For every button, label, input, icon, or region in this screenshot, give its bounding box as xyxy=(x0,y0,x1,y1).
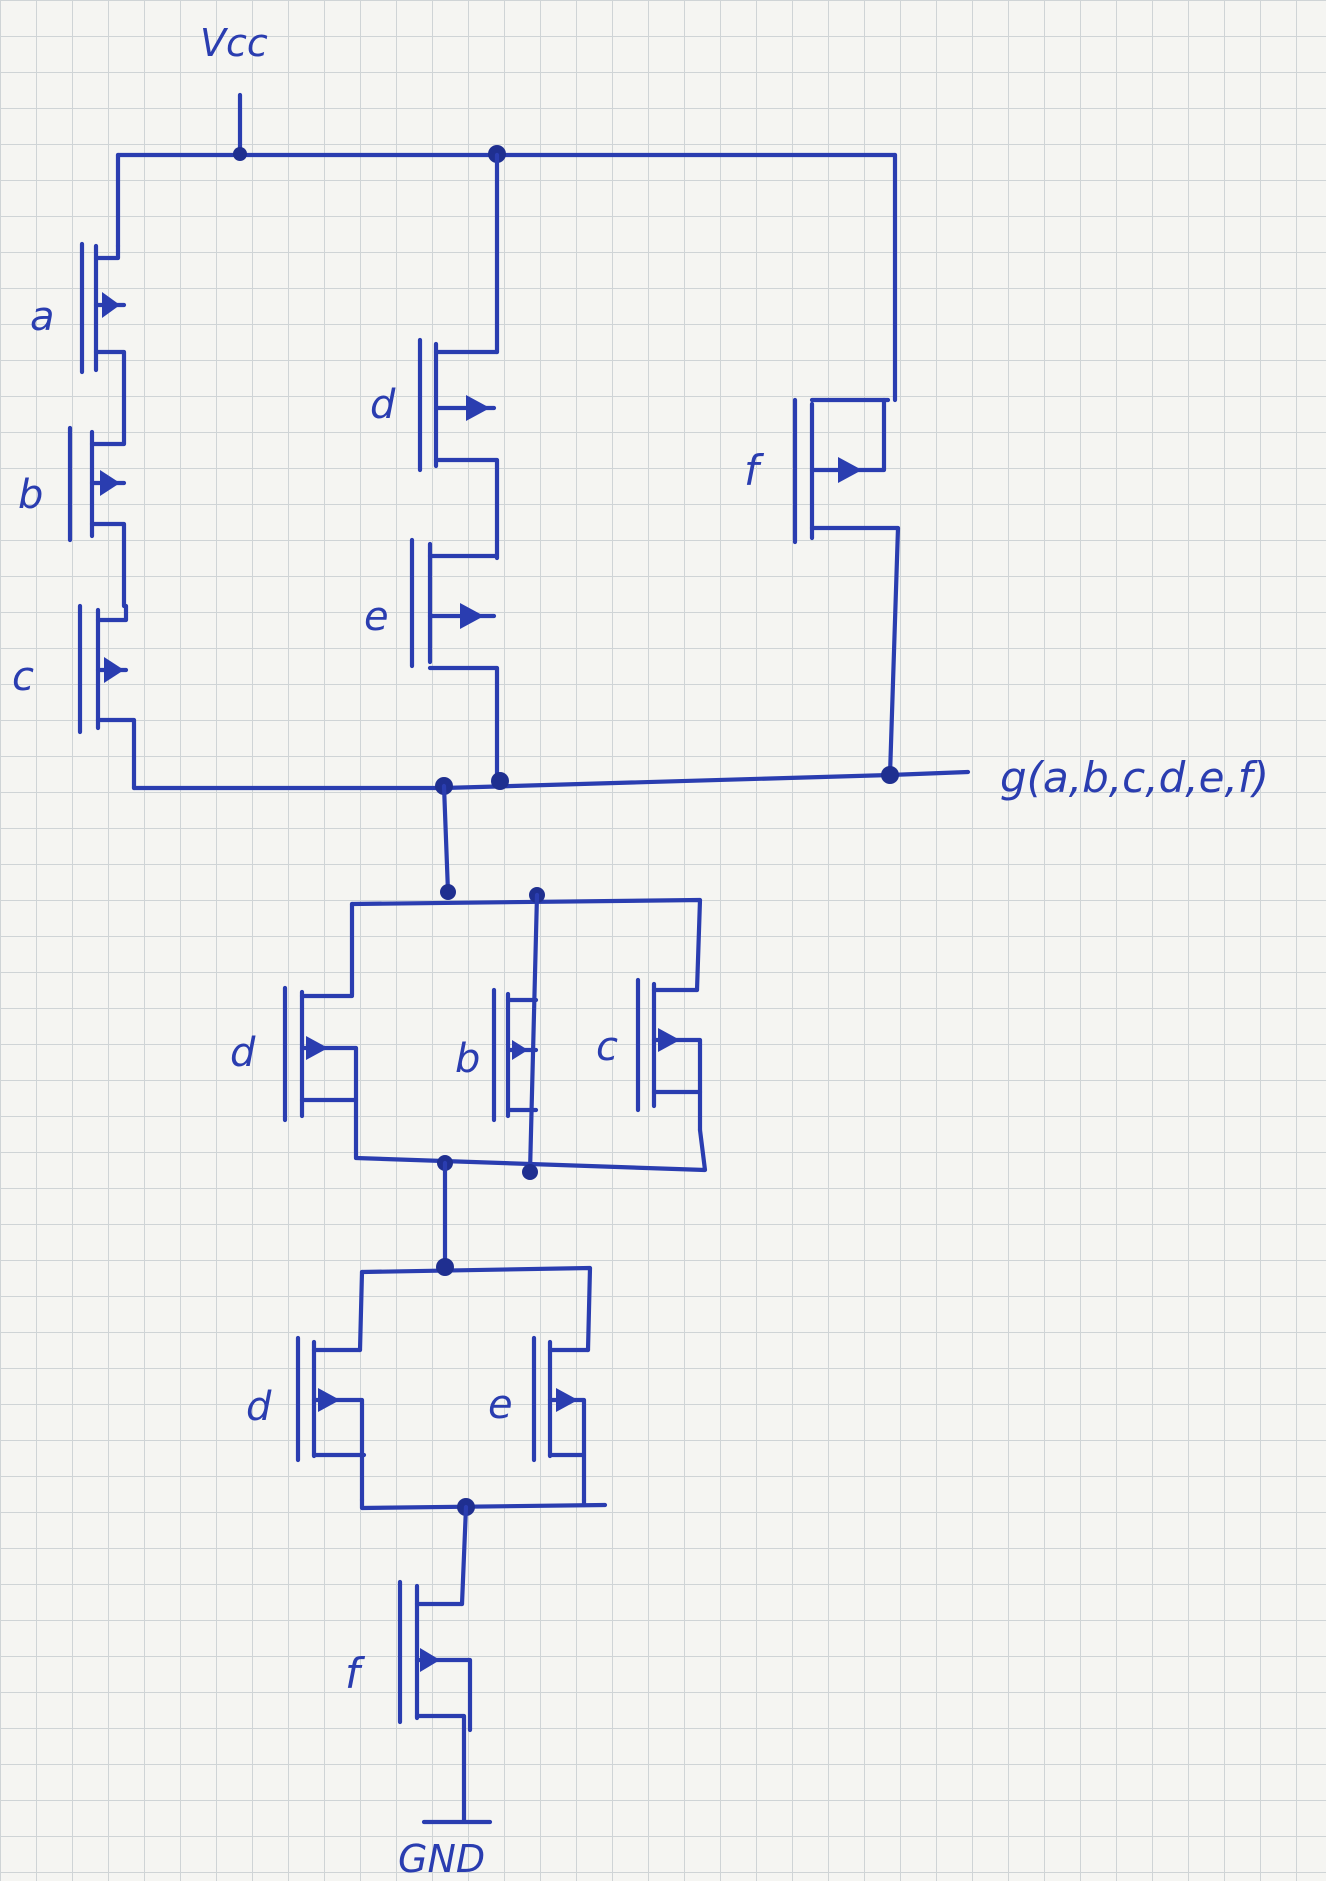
pulldown-mid-node-c xyxy=(436,1258,454,1276)
nmos-transistor-b: b xyxy=(455,987,539,1123)
pulldown-top-node-a xyxy=(440,884,456,900)
output-label: g(a,b,c,d,e,f) xyxy=(1000,753,1269,802)
gate-label-d: d xyxy=(370,382,396,428)
vcc-label: Vcc xyxy=(200,21,268,65)
pulldown-series-bottom: f GND xyxy=(345,1504,493,1881)
pullup-right-branch: f xyxy=(744,152,901,778)
gate-label-c: c xyxy=(12,654,34,700)
nmos-gate-label-b: b xyxy=(455,1036,480,1082)
pullup-middle-chain: d e xyxy=(364,152,500,783)
output-junction-right xyxy=(881,766,899,784)
pulldown-parallel-middle: d e xyxy=(246,1160,608,1516)
nmos-gate-label-c: c xyxy=(596,1024,618,1070)
nmos-gate-label-e: e xyxy=(488,1382,513,1428)
nmos-transistor-f: f xyxy=(345,1579,473,1823)
output-net: g(a,b,c,d,e,f) xyxy=(131,753,1269,802)
pmos-transistor-d: d xyxy=(370,337,500,561)
pullup-left-chain: a b c xyxy=(12,152,137,791)
gate-label-f: f xyxy=(744,446,765,495)
nmos-transistor-d: d xyxy=(230,985,359,1123)
nmos-transistor-d2: d xyxy=(246,1335,367,1503)
pmos-transistor-e: e xyxy=(364,537,500,783)
pmos-transistor-c: c xyxy=(12,603,137,791)
nmos-transistor-e: e xyxy=(488,1335,591,1503)
nmos-transistor-c: c xyxy=(596,977,703,1133)
gate-label-a: a xyxy=(30,294,55,340)
vcc-node xyxy=(233,147,247,161)
vcc-rail xyxy=(115,92,898,163)
nmos-gate-label-d: d xyxy=(230,1030,256,1076)
pmos-transistor-f: f xyxy=(744,397,901,778)
output-junction-middle xyxy=(491,772,509,790)
nmos-gate-label-f: f xyxy=(345,1649,366,1698)
gate-label-b: b xyxy=(18,472,43,518)
pulldown-parallel-top: d b c xyxy=(230,783,708,1180)
pulldown-mid-node-b xyxy=(522,1164,538,1180)
nmos-gate-label-d2: d xyxy=(246,1384,272,1430)
pmos-transistor-b: b xyxy=(18,425,127,609)
gate-label-e: e xyxy=(364,594,389,640)
pmos-transistor-a: a xyxy=(30,241,127,435)
gnd-label: GND xyxy=(398,1837,485,1881)
